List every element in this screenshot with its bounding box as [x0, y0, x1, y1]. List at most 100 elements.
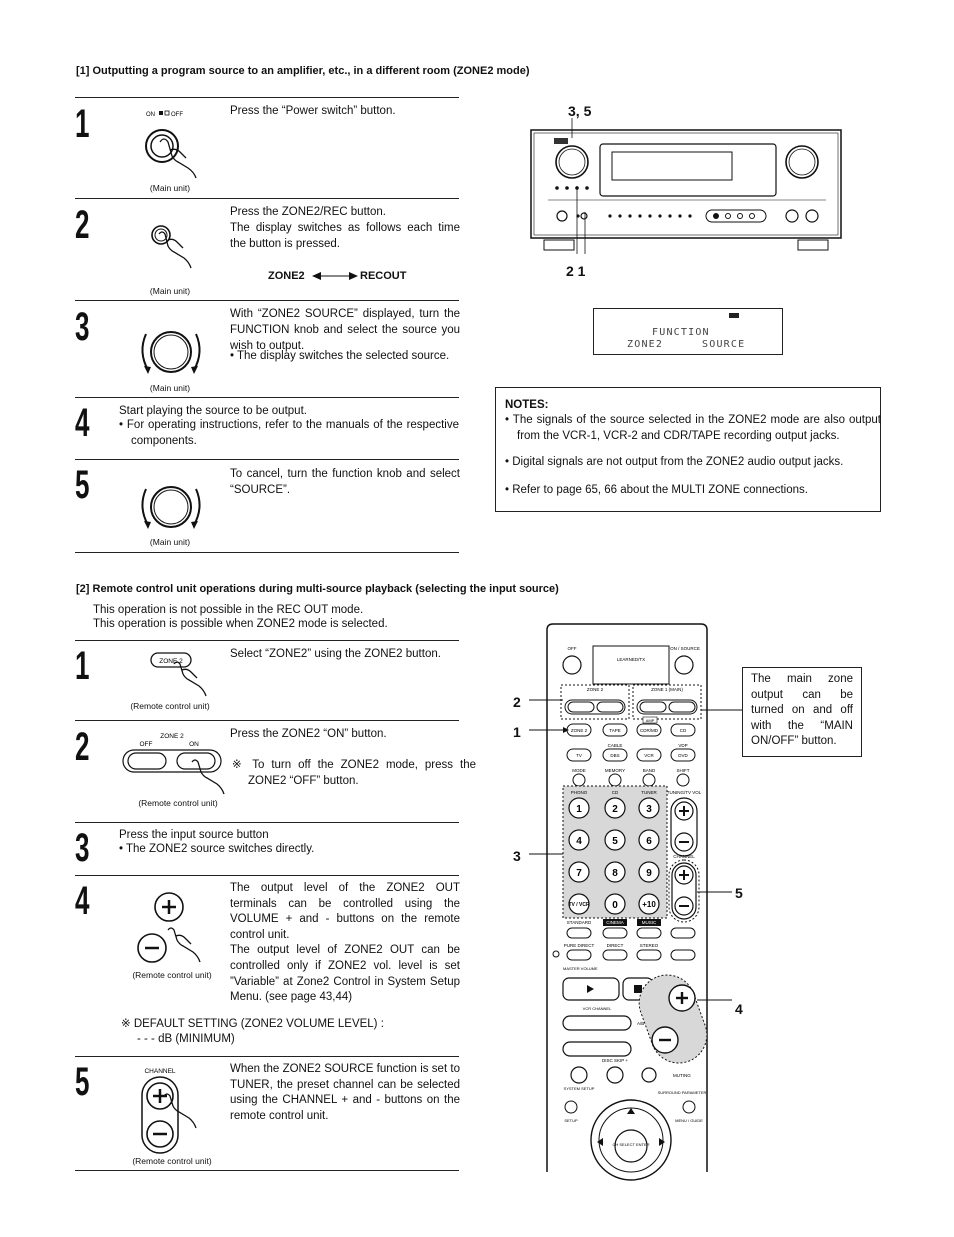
remote-mastervol-label: MASTER VOLUME	[563, 966, 598, 971]
zone2-group-label: ZONE 2	[160, 733, 184, 740]
step-number: 1	[75, 644, 90, 688]
zone2-button-icon: ZONE 2	[150, 652, 207, 697]
step-note: ※ To turn off the ZONE2 mode, press the …	[232, 759, 476, 787]
zone2-label: ZONE2	[268, 270, 305, 282]
side-note-text: The main zone output can be turned on an…	[751, 673, 853, 748]
key-0: 0	[612, 900, 618, 911]
remote-mode-label: MODE	[572, 768, 586, 773]
power-off-label: OFF	[171, 112, 183, 118]
step-text: Press the ZONE2 “ON” button.	[230, 728, 387, 740]
note-item: • Digital signals are not output from th…	[505, 456, 844, 468]
callout-label: 2 1	[566, 263, 586, 279]
remote-source-label: CD	[680, 728, 687, 733]
step-text: Press the ZONE2/REC button. The display …	[230, 206, 460, 250]
step-number: 1	[75, 102, 90, 146]
remote-amp-label: AMP	[646, 718, 655, 723]
remote-off-label: OFF	[568, 646, 577, 651]
remote-source-label: ZONE 2	[571, 728, 588, 733]
remote-cable-label: CABLE	[608, 743, 623, 748]
caption: (Main unit)	[149, 537, 191, 547]
double-arrow-icon	[312, 272, 358, 280]
remote-source-label: TV	[576, 753, 582, 758]
step-bullet: • For operating instructions, refer to t…	[119, 419, 459, 447]
section2-heading: [2] Remote control unit operations durin…	[76, 583, 559, 595]
remote-setup-label: SETUP	[564, 1118, 578, 1123]
step-text: Press the input source button	[119, 829, 269, 841]
caption: (Main unit)	[149, 383, 191, 393]
divider	[75, 875, 459, 876]
remote-on-source-label: ON / SOURCE	[670, 646, 700, 651]
remote-standard-label: STANDARD	[567, 920, 592, 925]
remote-tuner-label: TUNER	[641, 790, 657, 795]
remote-puredirect-label: PURE DIRECT	[564, 943, 595, 948]
remote-vdp-label: VDP	[678, 743, 687, 748]
remote-surr-label: SURROUND PARAMETER	[658, 1090, 707, 1095]
volume-plus-minus-icon	[137, 892, 201, 963]
callout-label: 3, 5	[568, 103, 592, 119]
caption: (Remote control unit)	[138, 798, 218, 808]
receiver-front-panel	[530, 118, 842, 254]
step-text: With “ZONE2 SOURCE” displayed, turn the …	[230, 308, 460, 352]
remote-cinema-label: CINEMA	[606, 920, 624, 925]
default-setting-value: - - - dB (MINIMUM)	[137, 1033, 235, 1045]
caption: (Remote control unit)	[132, 970, 212, 980]
on-label: ON	[189, 741, 199, 748]
remote-channel-label: CHANNEL	[673, 854, 695, 859]
section1-heading: [1] Outputting a program source to an am…	[76, 65, 530, 77]
caption: (Main unit)	[149, 286, 191, 296]
remote-source-label: TAPE	[609, 728, 620, 733]
divider	[75, 822, 459, 823]
callout-label: 1	[513, 724, 521, 740]
key-plus10: +10	[642, 900, 656, 909]
lcd-line2-left: ZONE2	[627, 339, 664, 350]
callout-label: 2	[513, 694, 521, 710]
recout-label: RECOUT	[360, 270, 407, 282]
remote-tuning-label: TUNING/TV VOL	[667, 790, 702, 795]
remote-source-label: DVD	[678, 753, 688, 758]
default-setting: ※ DEFAULT SETTING (ZONE2 VOLUME LEVEL) :	[121, 1018, 384, 1030]
step-text: To cancel, turn the function knob and se…	[230, 468, 460, 496]
power-on-label: ON	[146, 112, 155, 118]
divider	[75, 1170, 459, 1171]
remote-disc-label: DISC SKIP +	[602, 1058, 628, 1063]
divider	[75, 198, 459, 199]
step-bullet: • The display switches the selected sour…	[230, 350, 450, 362]
remote-source-label: DBS	[610, 753, 619, 758]
remote-shift-label: SHIFT	[677, 768, 690, 773]
step-text: The output level of the ZONE2 OUT termin…	[230, 882, 460, 1004]
step-text: Press the “Power switch” button.	[230, 105, 396, 117]
step-number: 2	[75, 725, 90, 769]
divider	[75, 720, 459, 721]
remote-zone2-label: ZONE 2	[587, 687, 604, 692]
button-press-icon	[151, 225, 192, 269]
remote-phono-label: PHONO	[571, 790, 588, 795]
divider	[75, 300, 459, 301]
lcd-display: FUNCTION ZONE2 SOURCE	[593, 308, 783, 355]
step-number: 5	[75, 1060, 90, 1104]
remote-ab-label: A/B	[637, 1021, 644, 1026]
step-number: 4	[75, 401, 90, 445]
key-tv-vcr: TV / VCR	[568, 902, 590, 908]
key-2: 2	[612, 804, 618, 815]
zone2-button-label: ZONE 2	[159, 658, 183, 665]
remote-control-illustration: OFF ON / SOURCE LEARNED/TX ZONE 2 ZONE 1…	[529, 623, 742, 1181]
remote-zone1-label: ZONE 1 (MAIN)	[651, 687, 683, 692]
remote-band-label: BAND	[643, 768, 656, 773]
key-7: 7	[576, 868, 582, 879]
function-knob-icon	[141, 331, 201, 374]
key-4: 4	[576, 836, 582, 847]
remote-stereo-label: STEREO	[640, 943, 659, 948]
caption: (Remote control unit)	[130, 701, 210, 711]
remote-direct-label: DIRECT	[607, 943, 624, 948]
step-bullet: • The ZONE2 source switches directly.	[119, 843, 315, 855]
lcd-line2-right: SOURCE	[702, 339, 746, 350]
divider	[75, 459, 459, 460]
key-5: 5	[612, 836, 618, 847]
callout-label: 5	[735, 885, 743, 901]
step-number: 3	[75, 826, 90, 870]
lcd-indicator	[729, 313, 739, 318]
step-number: 5	[75, 463, 90, 507]
remote-menu-label: MENU / GUIDE	[675, 1118, 703, 1123]
divider	[75, 1056, 459, 1057]
remote-mute-label: MUTING	[673, 1073, 691, 1078]
